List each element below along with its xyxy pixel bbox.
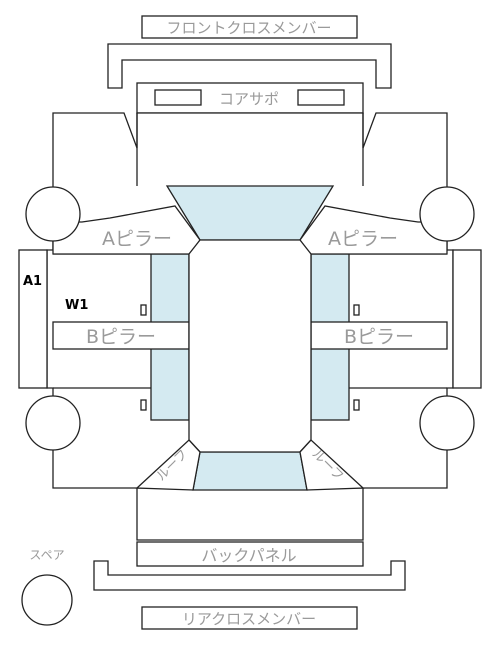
front-cross-member-label: フロントクロスメンバー (166, 19, 331, 37)
b-pillar-right-label: Bピラー (344, 326, 414, 348)
a-pillar-left-panel (52, 205, 201, 255)
rear-cross-member: リアクロスメンバー (141, 606, 358, 630)
spare-label: スペア (29, 548, 64, 562)
a-pillar-right-label: Aピラー (328, 228, 398, 250)
door-handle-front-right (353, 304, 360, 316)
side-sill-left (18, 249, 48, 389)
headlight-right (297, 89, 345, 106)
front-cross-member: フロントクロスメンバー (141, 15, 358, 39)
a-pillar-left-label: Aピラー (102, 228, 172, 250)
b-pillar-right-panel (310, 321, 448, 350)
front-cross-member-box (141, 15, 358, 39)
core-support-label: コアサポ (219, 90, 279, 108)
b-pillar-right: Bピラー (310, 321, 448, 350)
back-panel-box (136, 541, 364, 567)
back-panel-label: バックパネル (201, 546, 296, 565)
roof-panel (188, 239, 312, 453)
roof-rear-right-panel (299, 439, 365, 491)
door-handle-front-left (140, 304, 147, 316)
spare-tire: スペア (21, 548, 73, 626)
b-pillar-left-panel (52, 321, 190, 350)
back-panel: バックパネル (136, 541, 364, 567)
a-pillar-left: Aピラー (52, 205, 201, 255)
wheel-front-left (25, 186, 81, 242)
a-pillar-right: Aピラー (299, 205, 448, 255)
core-support-box (136, 82, 364, 114)
rear-cross-member-box (141, 606, 358, 630)
marker-a1: A1 (23, 274, 42, 289)
front-bumper-bracket (107, 43, 392, 89)
rear-bumper-bracket (93, 560, 406, 591)
spare-tire-circle (21, 574, 73, 626)
wheel-rear-right (419, 395, 475, 451)
rear-cross-member-label: リアクロスメンバー (182, 610, 316, 628)
side-sill-right (452, 249, 482, 389)
b-pillar-left: Bピラー (52, 321, 190, 350)
rear-window (192, 451, 308, 491)
marker-w1: W1 (65, 298, 88, 313)
b-pillar-left-label: Bピラー (86, 326, 156, 348)
a-pillar-right-panel (299, 205, 448, 255)
wheel-front-right (419, 186, 475, 242)
core-support: コアサポ (136, 82, 364, 114)
wheel-rear-left (25, 395, 81, 451)
headlight-left (154, 89, 202, 106)
roof-rear-left-panel (135, 439, 201, 491)
door-handle-rear-right (353, 399, 360, 411)
door-handle-rear-left (140, 399, 147, 411)
